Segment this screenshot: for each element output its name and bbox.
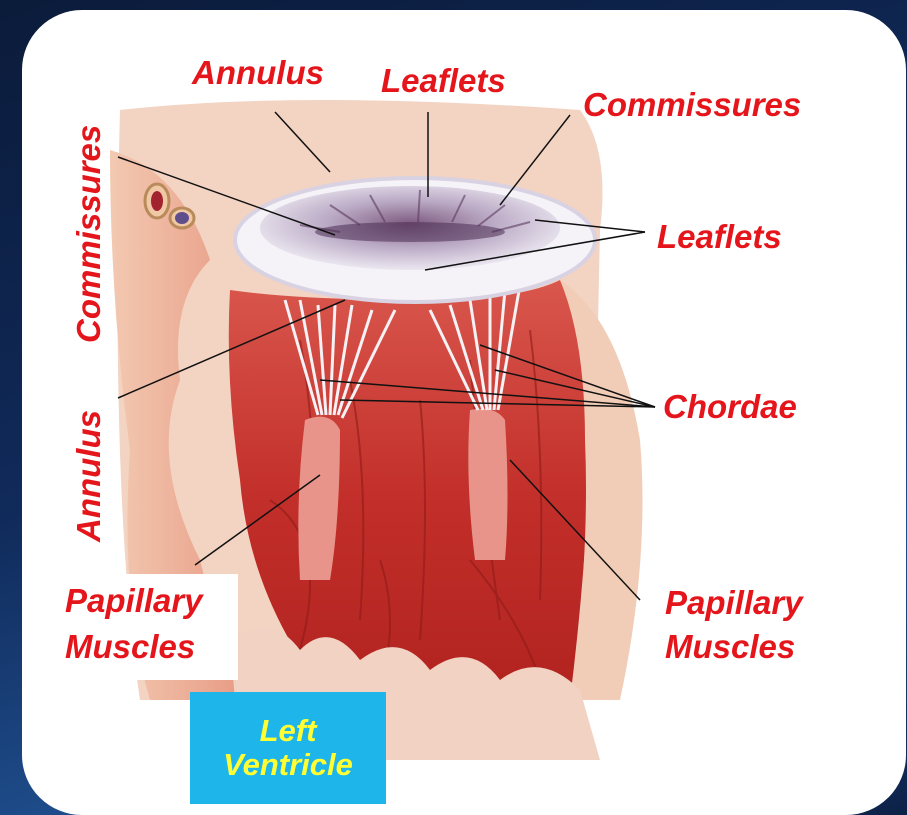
label-annulus-vertical: Annulus — [70, 410, 108, 542]
label-papillary-right-1: Papillary — [665, 586, 803, 621]
label-leaflets-top: Leaflets — [381, 64, 506, 99]
label-chordae: Chordae — [663, 390, 797, 425]
label-commissures-vertical: Commissures — [70, 125, 108, 343]
label-papillary-left-2: Muscles — [65, 630, 195, 665]
label-papillary-right-2: Muscles — [665, 630, 795, 665]
label-papillary-left-1: Papillary — [65, 584, 203, 619]
label-annulus-top: Annulus — [192, 56, 324, 91]
label-leaflets-right: Leaflets — [657, 220, 782, 255]
left-ventricle-label-1: Left — [260, 714, 317, 748]
left-ventricle-box: Left Ventricle — [190, 692, 386, 804]
label-commissures-right: Commissures — [583, 88, 801, 123]
left-ventricle-label-2: Ventricle — [223, 748, 353, 782]
papillary-muscle-right — [468, 409, 507, 560]
